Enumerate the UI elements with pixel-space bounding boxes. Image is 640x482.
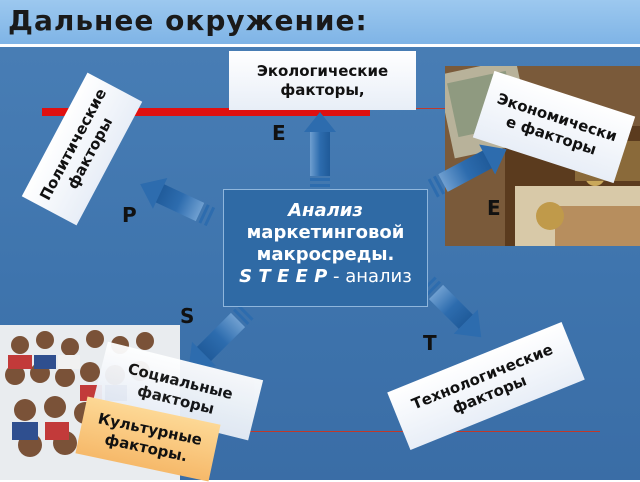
steep-suffix: - анализ xyxy=(327,266,412,287)
letter-t-technological: T xyxy=(423,331,437,355)
slide-title: Дальнее окружение: xyxy=(8,4,368,37)
title-band xyxy=(0,0,640,44)
ecological-factors-label: Экологические факторы, xyxy=(256,61,389,99)
center-line-3: макросреды. xyxy=(256,244,395,265)
title-divider xyxy=(0,44,640,47)
arrow-up-icon xyxy=(304,112,336,187)
arrow-up-left-icon xyxy=(140,177,216,227)
letter-s-social: S xyxy=(180,304,195,328)
steep-acronym: S T E E P xyxy=(239,266,328,287)
steep-analysis-box: Анализ маркетинговой макросреды. S T E E… xyxy=(223,189,428,307)
letter-e-economic: E xyxy=(487,196,501,220)
arrow-up-right-icon xyxy=(427,144,507,198)
center-line-2: маркетинговой xyxy=(246,222,405,243)
red-accent-bar xyxy=(42,108,370,116)
center-line-1: Анализ xyxy=(288,200,363,221)
letter-e-ecological: E xyxy=(272,121,286,145)
ecological-factors-card: Экологические факторы, xyxy=(229,51,416,110)
letter-p-political: P xyxy=(122,203,137,227)
steep-line: S T E E P - анализ xyxy=(224,266,427,288)
arrow-down-right-icon xyxy=(420,276,482,338)
